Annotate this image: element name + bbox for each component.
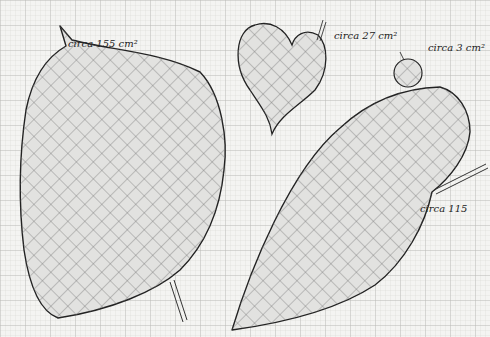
large-leaf [232, 87, 488, 330]
small-leaf [394, 52, 422, 87]
area-label: circa 27 cm² [334, 30, 397, 41]
area-label: circa 3 cm² [428, 42, 485, 53]
large-leaf [20, 26, 225, 322]
area-label: circa 155 cm² [68, 38, 138, 49]
area-label: circa 115 [420, 203, 467, 214]
medium-leaf [238, 20, 326, 134]
